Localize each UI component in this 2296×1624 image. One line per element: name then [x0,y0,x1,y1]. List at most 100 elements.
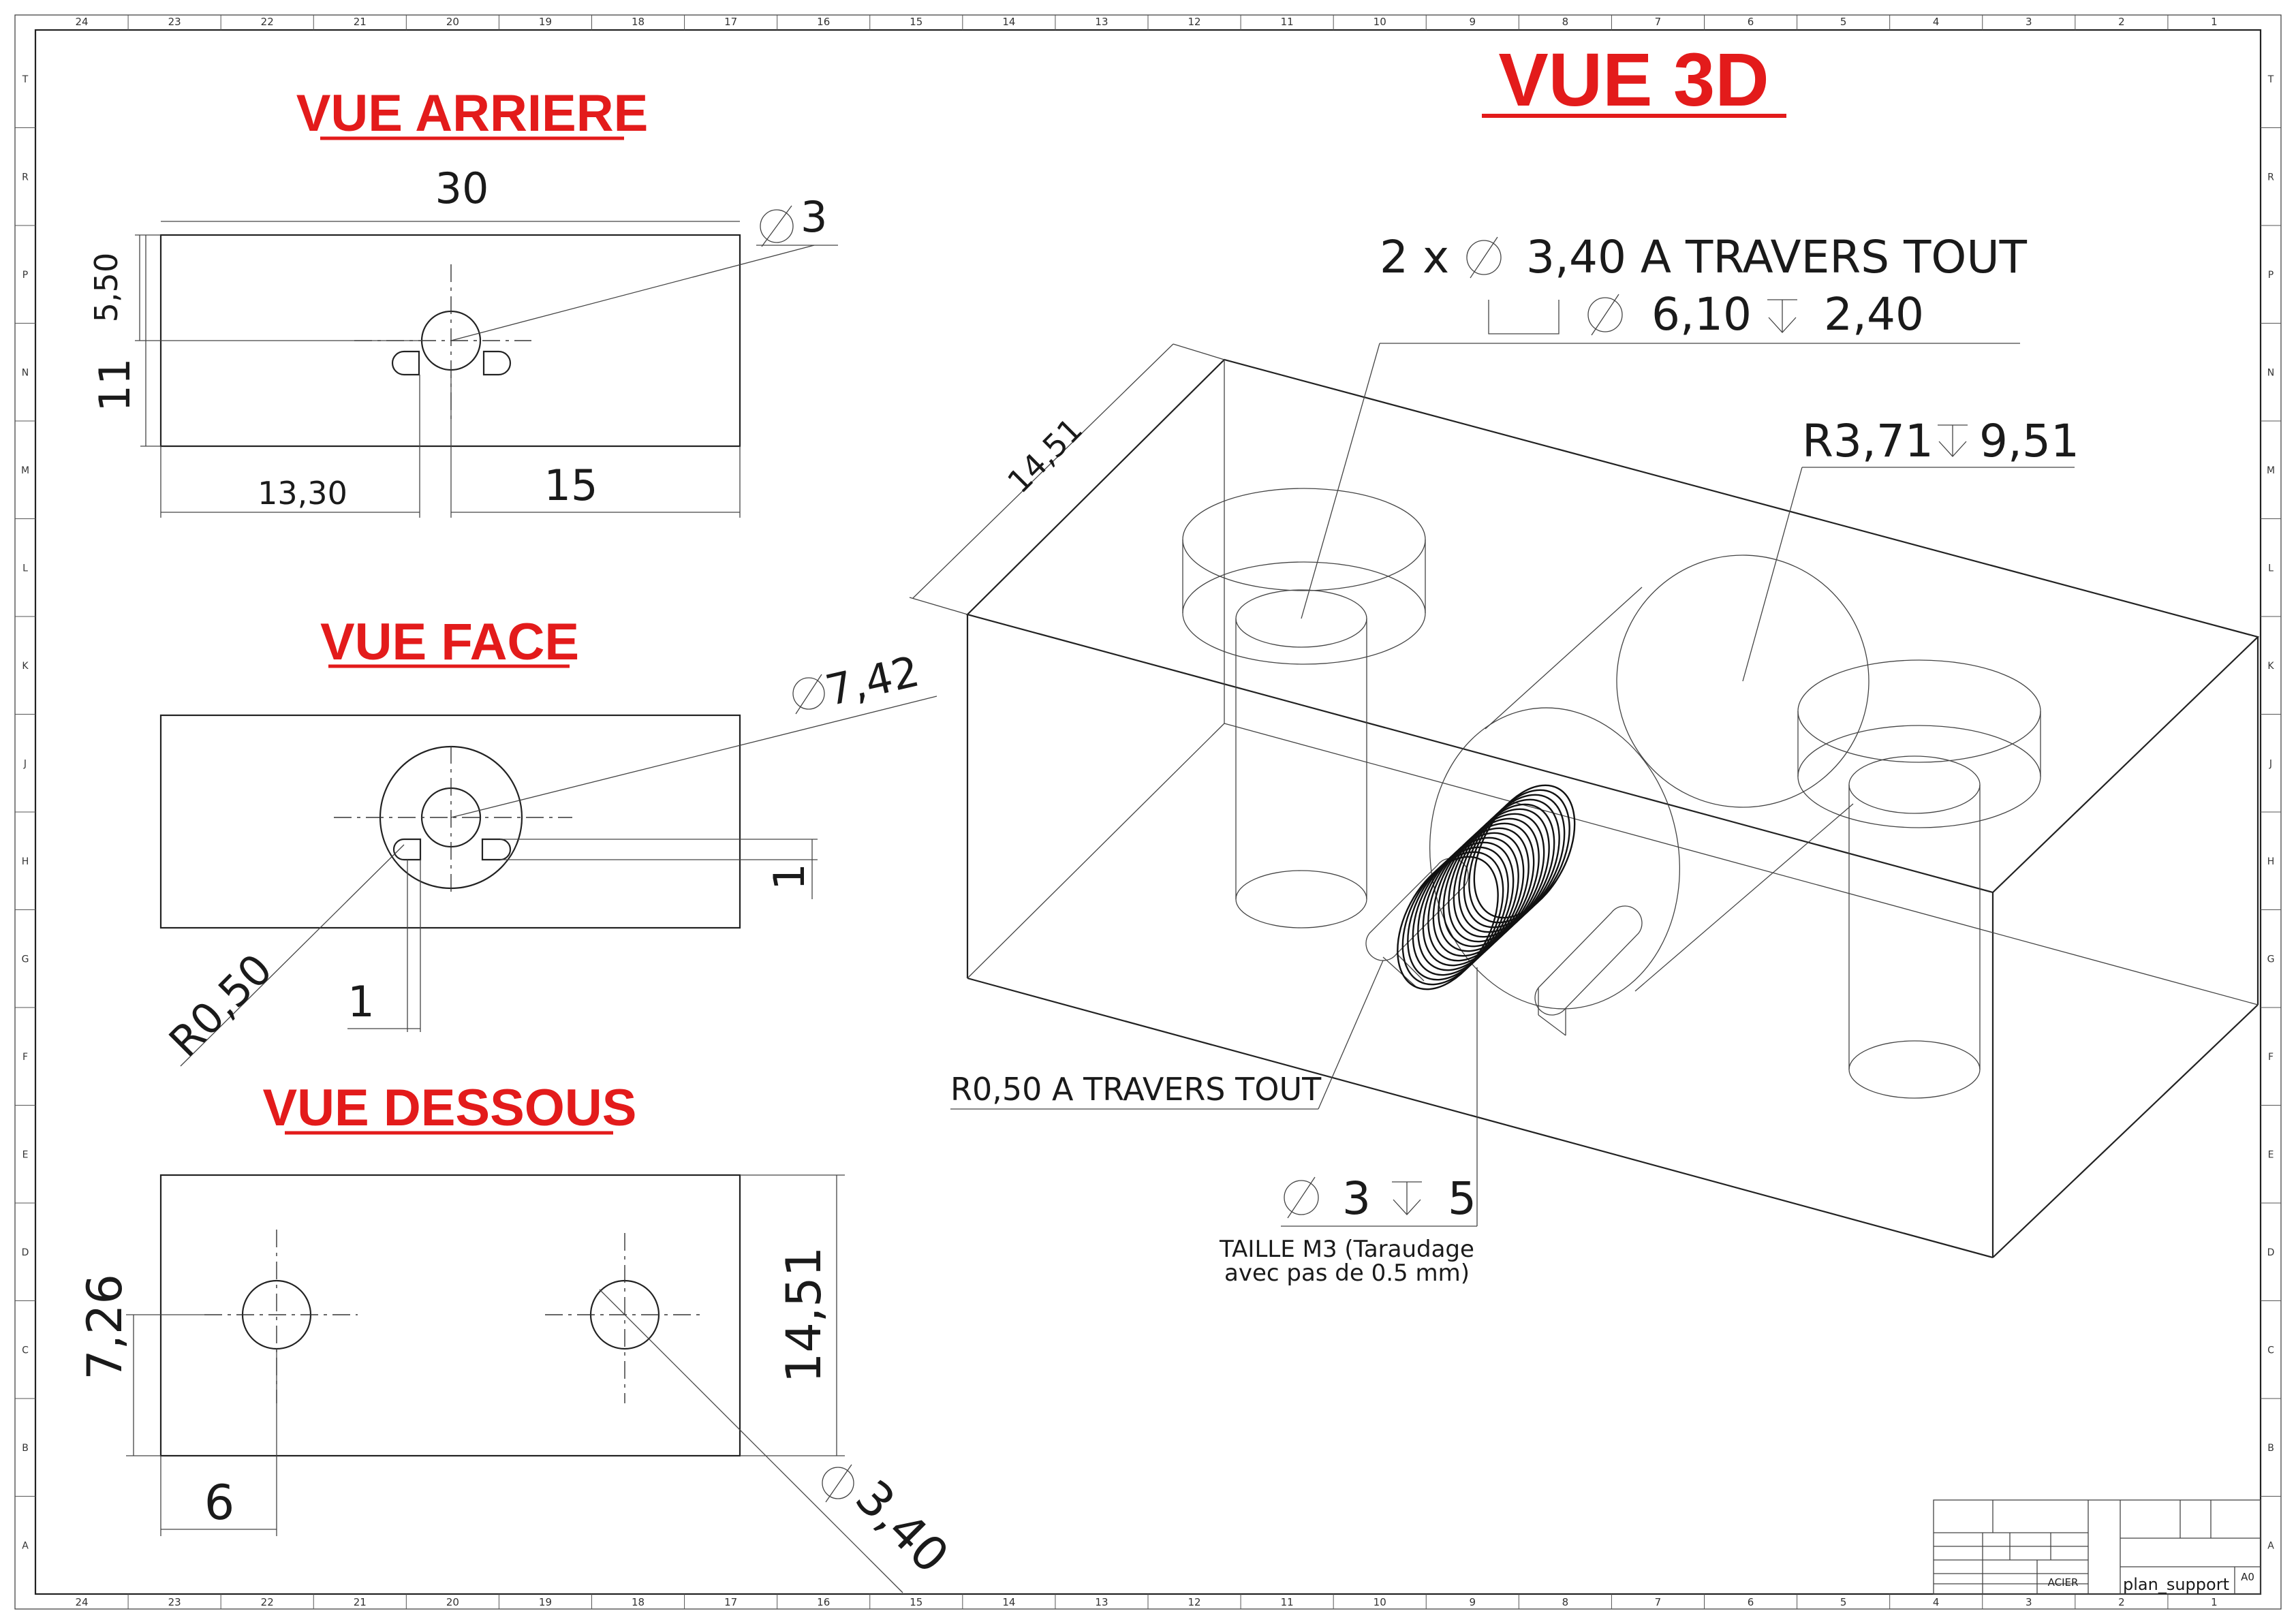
depth-symbol-icon [1938,424,1968,457]
frame-column-label: 13 [1095,16,1108,28]
diameter-symbol-icon [1587,294,1623,336]
frame-column-label: 21 [354,16,367,28]
frame-row-label: T [2267,74,2274,85]
thread-coil [1417,837,1519,971]
dim-back-left-offset: 13,30 [258,475,347,512]
frame-column-label: 10 [1374,16,1386,28]
frame-column-label: 20 [446,1596,459,1608]
dim-front-slot-height: 1 [764,863,814,890]
frame-row-label: A [2267,1540,2274,1551]
counterbore-symbol-icon [1488,300,1560,334]
frame-row-label: K [2267,661,2274,672]
frame-column-label: 14 [1002,1596,1015,1608]
callout-slot: R0,50 A TRAVERS TOUT [950,1071,1322,1108]
iso-thread-callout: 3 5 TAILLE M3 (Taraudage avec pas de 0.5… [1219,967,1478,1287]
thread-coil [1448,808,1550,943]
dim-back-right-offset: 15 [544,460,598,510]
frame-column-label: 12 [1188,1596,1200,1608]
frame-row-label: B [22,1443,29,1454]
back-view-slot-right [482,350,512,376]
callout-holes-prefix: 2 x [1380,231,1449,283]
frame-column-label: 18 [632,1596,645,1608]
title-block-drawing-name: plan_support [2123,1575,2229,1594]
diameter-symbol-icon [1284,1176,1319,1219]
dim-back-width: 30 [435,163,489,213]
frame-column-label: 17 [724,1596,737,1608]
dim-bottom-hole-center-y: 7,26 [77,1274,133,1380]
bottom-view-outline [159,1174,741,1457]
bottom-view-title: VUE DESSOUS [262,1079,636,1137]
thread-coil [1438,817,1540,952]
frame-column-label: 14 [1002,16,1015,28]
frame-row-label: B [2267,1443,2274,1454]
thread-coil [1422,832,1525,967]
frame-row-label: K [22,661,29,672]
frame-column-label: 11 [1281,16,1294,28]
frame-row-label: L [2268,563,2274,574]
frame-column-label: 15 [910,1596,922,1608]
frame-row-label: C [2267,1345,2274,1356]
dim-front-counterbore-dia: 7,42 [821,646,924,715]
frame-row-label: M [2267,465,2275,476]
depth-symbol-icon [1767,299,1797,333]
thread-note-line1: TAILLE M3 (Taraudage [1219,1236,1474,1263]
frame-column-label: 6 [1748,16,1754,28]
frame-column-label: 23 [168,1596,181,1608]
frame-row-label: H [2267,856,2275,867]
callout-holes-depth: 2,40 [1824,288,1924,341]
thread-coil [1407,846,1509,981]
frame-column-label: 24 [75,16,88,28]
frame-row-label: P [22,270,28,281]
callout-radius-depth: 9,51 [1979,415,2079,467]
frame-column-label: 8 [1562,16,1569,28]
front-view-slot-left [392,838,422,861]
frame-row-label: P [2268,270,2274,281]
iso-hole-right [1797,659,2041,1099]
frame-column-label: 13 [1095,1596,1108,1608]
dim-back-height: 11 [90,358,140,412]
callout-holes-line1: 3,40 A TRAVERS TOUT [1526,231,2028,283]
diameter-symbol-icon [760,205,794,247]
frame-row-label: F [2268,1052,2274,1063]
frame-row-label: E [22,1149,29,1160]
frame-column-label: 2 [2118,16,2125,28]
frame-row-label: J [23,758,27,769]
iso-hole-callout: 2 x 3,40 A TRAVERS TOUT 6,10 2,40 [1301,231,2028,619]
frame-tick-marks [15,15,2281,1609]
frame-column-label: 21 [354,1596,367,1608]
frame-row-label: A [22,1540,29,1551]
title-block-material: ACIER [2048,1576,2079,1589]
thread-coil [1432,822,1535,957]
front-view: VUE FACE 7,42 R0,50 1 1 [159,613,937,1067]
dim-bottom-hole-dia: 3,40 [845,1469,959,1584]
thread-coil [1401,851,1504,986]
front-view-title: VUE FACE [320,613,579,671]
callout-holes-cbore: 6,10 [1651,288,1752,341]
frame-column-label: 24 [75,1596,88,1608]
back-view: VUE ARRIERE 30 3 5,50 11 [88,84,838,518]
iso-thread-coils [1397,784,1576,990]
frame-column-label: 15 [910,16,922,28]
dim-bottom-hole-center-x: 6 [204,1475,235,1531]
frame-column-label: 18 [632,16,645,28]
frame-column-label: 16 [817,16,830,28]
frame-row-label: H [22,856,29,867]
frame-column-label: 2 [2118,1596,2125,1608]
frame-row-label: T [22,74,29,85]
frame-column-label: 12 [1188,16,1200,28]
iso-box [965,358,2260,1259]
frame-column-label: 5 [1840,16,1847,28]
frame-row-label: C [22,1345,29,1356]
frame-column-label: 23 [168,16,181,28]
iso-view-title: VUE 3D [1498,38,1769,122]
frame-column-label: 5 [1840,1596,1847,1608]
frame-row-label: D [2267,1247,2275,1258]
thread-coil [1412,841,1515,976]
frame-column-label: 3 [2026,16,2032,28]
frame-column-label: 20 [446,16,459,28]
frame-column-label: 6 [1748,1596,1754,1608]
frame-row-label: G [22,954,29,965]
